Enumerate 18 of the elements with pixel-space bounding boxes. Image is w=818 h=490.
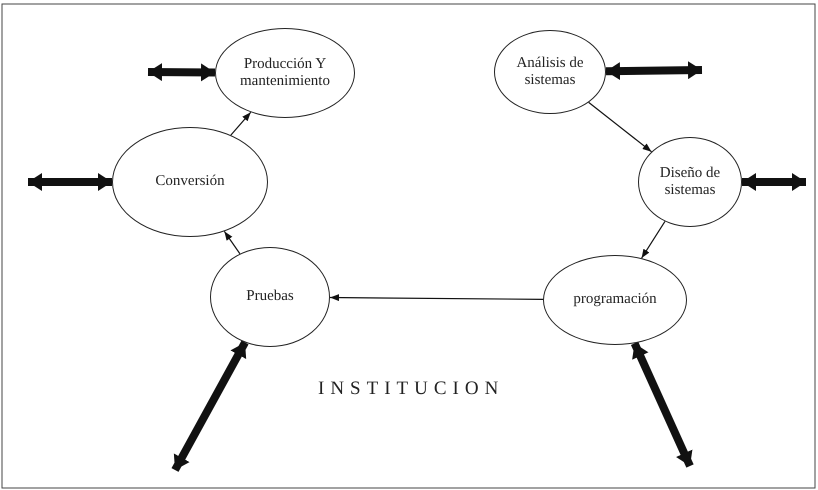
double-arrow xyxy=(606,61,702,80)
node-text: Diseño de sistemas xyxy=(658,164,722,200)
caption-text: INSTITUCION xyxy=(318,378,504,400)
double-arrow xyxy=(172,340,249,472)
double-arrow xyxy=(630,342,694,468)
arrow xyxy=(224,231,240,254)
double-arrow xyxy=(742,173,806,191)
node-text: Conversión xyxy=(155,173,225,191)
arrow xyxy=(330,294,544,302)
double-arrow xyxy=(148,63,216,82)
arrow xyxy=(641,221,666,258)
double-arrow xyxy=(28,173,112,191)
node-text: Pruebas xyxy=(246,288,294,306)
node-text: Análisis de sistemas xyxy=(515,54,585,90)
node-text: Producción Y mantenimiento xyxy=(239,56,331,90)
node-text: programación xyxy=(573,291,657,309)
arrow xyxy=(230,112,252,136)
arrow xyxy=(588,102,652,152)
